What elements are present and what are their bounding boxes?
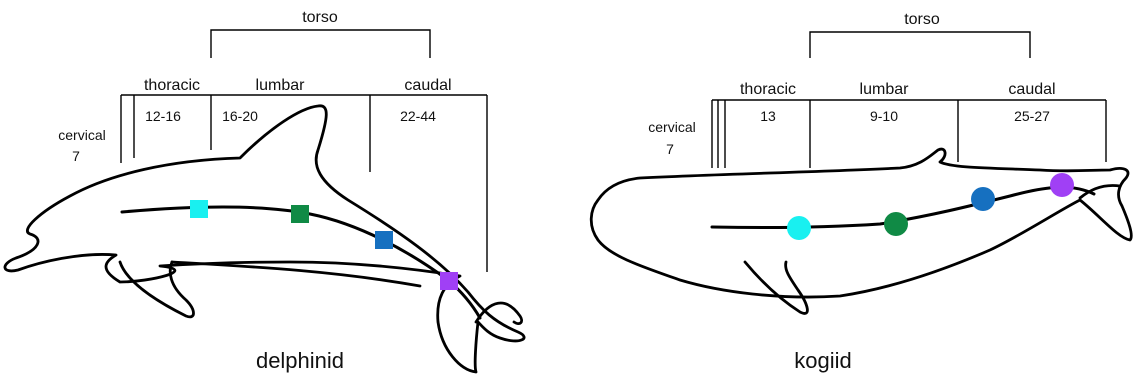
kogiid-marker-thoracic-lumbar xyxy=(884,212,908,236)
kogiid-torso-bracket xyxy=(810,32,1030,58)
kogiid-thoracic-count: 13 xyxy=(760,108,776,124)
delphinid-caudal-label: caudal xyxy=(404,77,451,94)
delphinid-flipper xyxy=(120,262,194,317)
kogiid-lumbar-count: 9-10 xyxy=(870,108,898,124)
delphinid-name: delphinid xyxy=(256,348,344,373)
kogiid-flipper xyxy=(745,262,807,313)
delphinid-marker-thoracic-lumbar xyxy=(291,205,309,223)
delphinid-lumbar-count: 16-20 xyxy=(222,108,258,124)
kogiid-cervical-label: cervical xyxy=(648,119,695,135)
kogiid-marker-cervical-thoracic xyxy=(787,216,811,240)
delphinid-body-outline xyxy=(5,106,524,372)
kogiid-panel: torso thoracic lumbar caudal 13 9-10 25-… xyxy=(591,11,1131,373)
delphinid-cervical-count: 7 xyxy=(72,148,80,164)
delphinid-cervical-label: cervical xyxy=(58,127,105,143)
kogiid-body-outline xyxy=(591,149,1131,297)
delphinid-caudal-count: 22-44 xyxy=(400,108,436,124)
kogiid-name: kogiid xyxy=(794,348,851,373)
kogiid-cervical-count: 7 xyxy=(666,141,674,157)
kogiid-torso-label: torso xyxy=(904,11,940,28)
kogiid-marker-lumbar-caudal xyxy=(971,187,995,211)
delphinid-panel: torso thoracic lumbar caudal 12-16 16-20… xyxy=(5,9,524,373)
delphinid-lumbar-label: lumbar xyxy=(256,77,306,94)
delphinid-thoracic-label: thoracic xyxy=(144,77,200,94)
kogiid-lumbar-label: lumbar xyxy=(860,81,910,98)
delphinid-marker-caudal xyxy=(440,272,458,290)
delphinid-marker-lumbar-caudal xyxy=(375,231,393,249)
delphinid-marker-cervical-thoracic xyxy=(190,200,208,218)
delphinid-thoracic-count: 12-16 xyxy=(145,108,181,124)
delphinid-torso-label: torso xyxy=(302,9,338,26)
delphinid-torso-bracket xyxy=(211,30,430,58)
kogiid-caudal-count: 25-27 xyxy=(1014,108,1050,124)
kogiid-thoracic-label: thoracic xyxy=(740,81,796,98)
kogiid-caudal-label: caudal xyxy=(1008,81,1055,98)
kogiid-marker-caudal xyxy=(1050,173,1074,197)
